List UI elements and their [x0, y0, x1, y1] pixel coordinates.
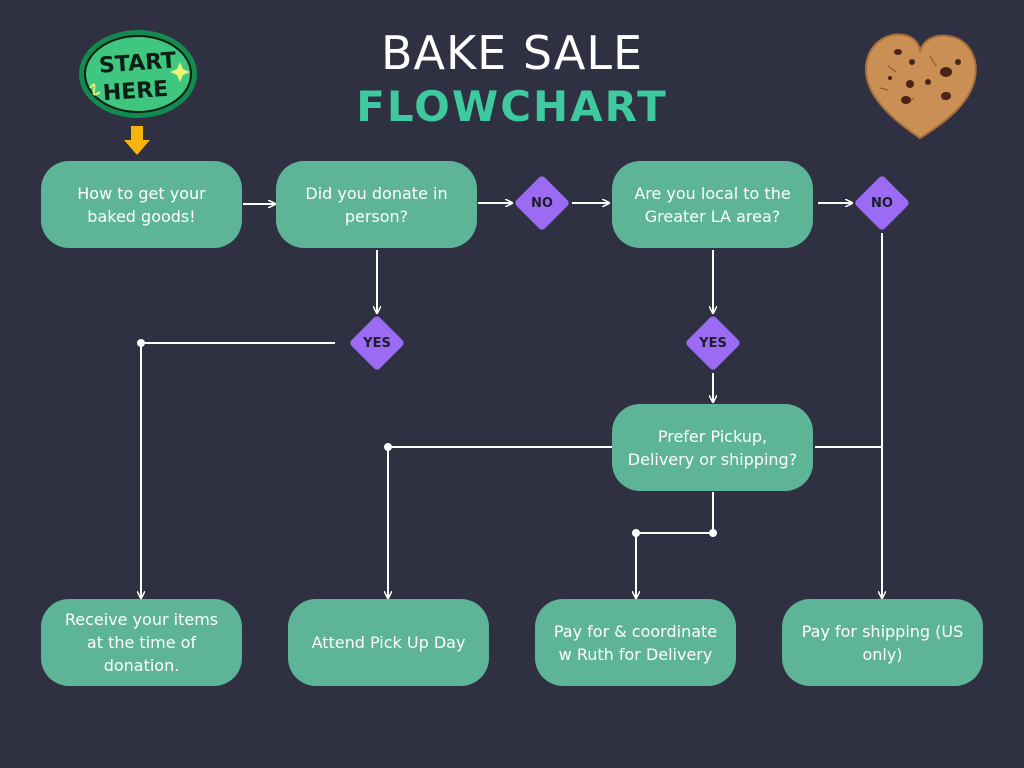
- node-local-greater-la: Are you local to the Greater LA area?: [612, 161, 813, 248]
- decision-label: NO: [871, 195, 893, 211]
- node-how-to-get: How to get your baked goods!: [41, 161, 242, 248]
- decision-label: YES: [363, 335, 391, 351]
- start-here-badge: START HERE: [79, 30, 197, 118]
- decision-no-donate: NO: [514, 175, 570, 231]
- node-receive-items: Receive your items at the time of donati…: [41, 599, 242, 686]
- junction-dot: [137, 339, 145, 347]
- edge-prefer-to-pickup: [388, 446, 612, 598]
- edge-yes-to-receive: [141, 342, 335, 598]
- title-bake-sale: BAKE SALE: [380, 26, 644, 80]
- decision-yes-local: YES: [685, 315, 741, 371]
- junction-dot: [709, 529, 717, 537]
- heart-cookie-icon: [864, 33, 977, 140]
- edge-prefer-to-delivery: [636, 492, 714, 598]
- node-prefer-option: Prefer Pickup, Delivery or shipping?: [612, 404, 813, 491]
- sparkle-icon: [170, 62, 190, 82]
- start-text: START: [98, 48, 177, 78]
- decision-label: NO: [531, 195, 553, 211]
- junction-dot: [384, 443, 392, 451]
- here-text: HERE: [102, 77, 169, 107]
- decision-yes-donate: YES: [349, 315, 405, 371]
- node-delivery: Pay for & coordinate w Ruth for Delivery: [535, 599, 736, 686]
- node-shipping: Pay for shipping (US only): [782, 599, 983, 686]
- title-flowchart: FLOWCHART: [356, 82, 668, 131]
- node-attend-pickup-day: Attend Pick Up Day: [288, 599, 489, 686]
- decision-no-local: NO: [854, 175, 910, 231]
- node-donate-in-person: Did you donate in person?: [276, 161, 477, 248]
- junction-dot: [632, 529, 640, 537]
- squiggle-icon: [89, 83, 101, 96]
- start-arrow-icon: [124, 126, 150, 155]
- decision-label: YES: [699, 335, 727, 351]
